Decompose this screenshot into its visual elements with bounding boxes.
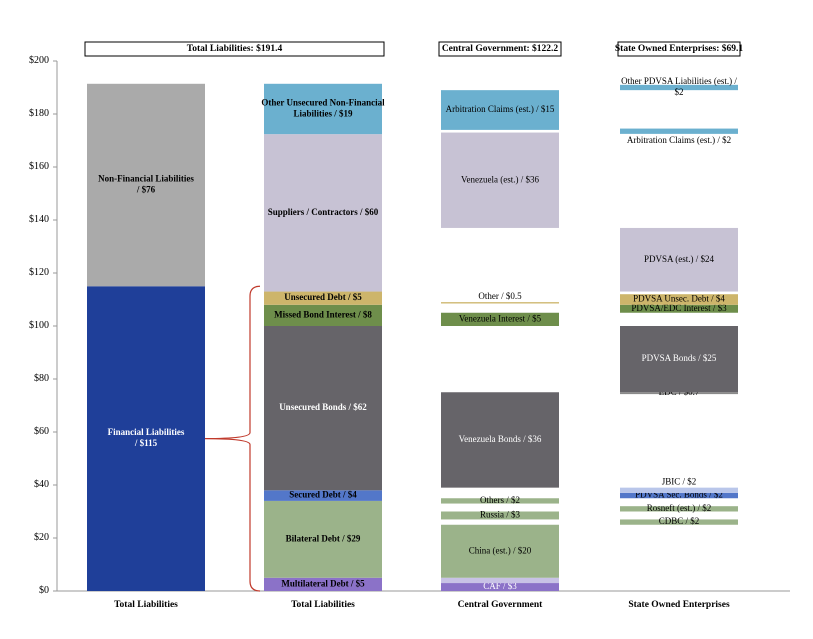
bar-segment-pdvsa-sec-bonds-2 <box>620 492 738 499</box>
header-total-liabilities-191-4: Total Liabilities: $191.4 <box>187 43 283 54</box>
segment-label-china-est-20: China (est.) / $20 <box>469 545 532 555</box>
bar-segment-china-est-20 <box>441 524 559 578</box>
bracket-path <box>204 285 261 592</box>
bar-segment-unsecured-bonds-62 <box>264 326 382 491</box>
bar-segment-venezuela-est-36 <box>441 132 559 228</box>
segment-label-others-2: Others / $2 <box>480 495 520 505</box>
bar-segments: Financial Liabilities/ $115 Non-Financial… <box>87 76 738 591</box>
bar-segment-secured-debt-4 <box>264 490 382 501</box>
bar-segment-pdvsa-edc-interest-3 <box>620 304 738 313</box>
segment-label-pdvsa-est-24: PDVSA (est.) / $24 <box>644 254 715 264</box>
bar-segment-russia-3 <box>441 511 559 520</box>
segment-label-rosneft-est-2: Rosneft (est.) / $2 <box>647 503 712 513</box>
bar-segment-other-unsecured-non-financial-liabilities-19 <box>264 83 382 135</box>
segment-label-other-pdvsa-liabilities-est-2: Other PDVSA Liabilities (est.) /$2 <box>621 76 737 97</box>
header-central-government-122-2: Central Government: $122.2 <box>442 43 559 54</box>
y-tick-label: $140 <box>29 214 49 225</box>
segment-label-secured-debt-4: Secured Debt / $4 <box>289 490 357 500</box>
bar-segment-others-2 <box>441 498 559 504</box>
financial-liabilities-bracket <box>204 285 261 592</box>
bar-segment-pdvsa-est-24 <box>620 227 738 292</box>
y-tick-label: $40 <box>34 479 49 490</box>
segment-label-jbic-2: JBIC / $2 <box>662 477 697 487</box>
bar-segment-cdbc-2 <box>620 519 738 525</box>
bar-segment-financial-liabilities-115 <box>87 286 205 591</box>
bar-segment-unsecured-debt-5 <box>264 291 382 305</box>
bar-segment-other-pdvsa-liabilities-est-2 <box>620 84 738 91</box>
bar-segment-caf-3 <box>441 583 559 591</box>
y-tick-label: $120 <box>29 267 49 278</box>
bar-segment-pdvsa-unsec-debt-4 <box>620 294 738 305</box>
column-headers: Total Liabilities: $191.4 Central Governm… <box>84 41 743 57</box>
segment-label-missed-bond-interest-8: Missed Bond Interest / $8 <box>274 309 372 319</box>
bar-segment-rosneft-est-2 <box>620 506 738 512</box>
segment-label-bilateral-debt-29: Bilateral Debt / $29 <box>286 533 361 543</box>
bar-segment-suppliers-contractors-60 <box>264 134 382 292</box>
segment-label-arbitration-claims-est-15: Arbitration Claims (est.) / $15 <box>446 104 555 114</box>
segment-label-cdbc-2: CDBC / $2 <box>659 516 700 526</box>
bar-segment-jbic-2 <box>620 487 738 493</box>
x-label-state-owned-enterprises: State Owned Enterprises <box>628 600 730 610</box>
y-tick-label: $80 <box>34 373 49 384</box>
segment-label-caf-3: CAF / $3 <box>483 581 517 591</box>
header-box <box>617 41 741 57</box>
segment-label-unsecured-bonds-62: Unsecured Bonds / $62 <box>279 402 367 412</box>
y-tick-label: $180 <box>29 108 49 119</box>
header-state-owned-enterprises-69-1: State Owned Enterprises: $69.1 <box>615 43 743 54</box>
y-tick-label: $0 <box>39 585 49 596</box>
segment-label-pdvsa-sec-bonds-2: PDVSA Sec. Bonds / $2 <box>635 490 723 500</box>
y-tick-label: $100 <box>29 320 49 331</box>
y-tick-label: $160 <box>29 161 49 172</box>
segment-label-financial-liabilities-115: Financial Liabilities/ $115 <box>108 427 185 448</box>
y-tick-label: $60 <box>34 426 49 437</box>
segment-label-other-0-5: Other / $0.5 <box>478 291 522 301</box>
segment-label-russia-3: Russia / $3 <box>480 510 521 520</box>
segment-label-pdvsa-bonds-25: PDVSA Bonds / $25 <box>642 353 717 363</box>
bar-segment-arbitration-claims-est-2 <box>620 128 738 134</box>
bar-segment-edc-0-7 <box>620 392 738 395</box>
segment-label-venezuela-interest-5: Venezuela Interest / $5 <box>459 313 542 323</box>
segment-label-multilateral-debt-5: Multilateral Debt / $5 <box>281 578 365 588</box>
bar-segment-other-0-5 <box>441 302 559 304</box>
segment-label-unsecured-debt-5: Unsecured Debt / $5 <box>284 292 362 302</box>
x-label-total-liabilities: Total Liabilities <box>291 600 355 610</box>
segment-label-pdvsa-edc-interest-3: PDVSA/EDC Interest / $3 <box>631 303 727 313</box>
bar-segment-missed-bond-interest-8 <box>264 304 382 326</box>
segment-label-pdvsa-unsec-debt-4: PDVSA Unsec. Debt / $4 <box>633 294 725 304</box>
y-tick-label: $200 <box>29 55 49 66</box>
header-box <box>438 41 562 57</box>
segment-label-venezuela-est-36: Venezuela (est.) / $36 <box>461 174 539 184</box>
bar-segment-bid-and-others-2 <box>441 577 559 584</box>
bar-segment-arbitration-claims-est-15 <box>441 90 559 130</box>
segment-label-suppliers-contractors-60: Suppliers / Contractors / $60 <box>268 207 379 217</box>
header-box <box>84 41 385 57</box>
segment-label-arbitration-claims-est-2: Arbitration Claims (est.) / $2 <box>627 135 731 145</box>
segment-label-venezuela-bonds-36: Venezuela Bonds / $36 <box>459 434 542 444</box>
y-tick-label: $20 <box>34 532 49 543</box>
x-axis-labels: Total Liabilities Total Liabilities Centra… <box>114 600 730 610</box>
bar-segment-bilateral-debt-29 <box>264 500 382 578</box>
bar-segment-pdvsa-bonds-25 <box>620 326 738 393</box>
bar-segment-venezuela-bonds-36 <box>441 392 559 488</box>
bar-segment-non-financial-liabilities-76 <box>87 83 205 287</box>
bar-segment-venezuela-interest-5 <box>441 312 559 326</box>
bar-segment-multilateral-debt-5 <box>264 577 382 591</box>
x-label-central-government: Central Government <box>458 600 544 610</box>
segment-label-non-financial-liabilities-76: Non-Financial Liabilities/ $76 <box>98 174 194 195</box>
x-label-total-liabilities: Total Liabilities <box>114 600 178 610</box>
